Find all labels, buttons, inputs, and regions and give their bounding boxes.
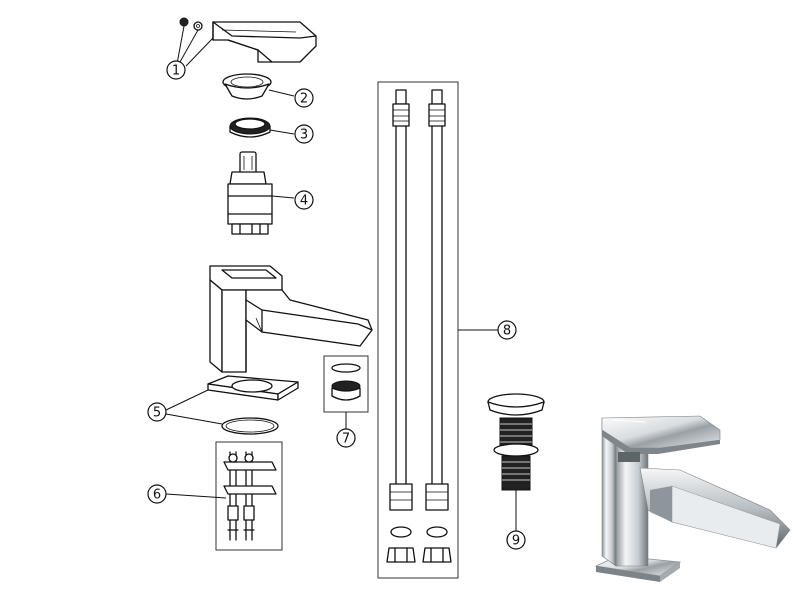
callout-label: 8 <box>503 324 511 339</box>
grub-screws <box>179 17 203 31</box>
callout-label: 7 <box>342 432 350 447</box>
callout-label: 1 <box>172 64 180 79</box>
lever-handle <box>212 21 317 63</box>
base-plate <box>207 375 299 401</box>
product-photo <box>594 415 791 582</box>
shroud <box>222 73 272 100</box>
fixing-kit <box>223 451 277 541</box>
callout-label: 6 <box>153 488 161 503</box>
flexible-tail-left <box>386 89 416 563</box>
callout-7: 7 <box>336 428 356 448</box>
callout-9: 9 <box>506 530 526 550</box>
callout-8: 8 <box>497 320 517 340</box>
fixing-kit-box <box>215 441 283 551</box>
callout-4: 4 <box>294 190 314 210</box>
callout-3: 3 <box>294 124 314 144</box>
leader-lines <box>165 25 517 532</box>
callout-6: 6 <box>147 484 167 504</box>
base-o-ring <box>221 417 279 435</box>
cartridge <box>227 151 273 235</box>
retaining-nut <box>229 117 271 138</box>
callout-label: 3 <box>300 128 308 143</box>
callout-1: 1 <box>166 60 186 80</box>
aerator <box>331 363 361 401</box>
callout-label: 4 <box>300 194 308 209</box>
callout-label: 2 <box>300 92 308 107</box>
callout-5: 5 <box>147 402 167 422</box>
flexible-tail-right <box>422 89 452 563</box>
callout-2: 2 <box>294 88 314 108</box>
tap-body <box>209 265 373 373</box>
callout-label: 5 <box>153 406 161 421</box>
callout-label: 9 <box>512 534 520 549</box>
click-clack-waste <box>487 393 545 491</box>
